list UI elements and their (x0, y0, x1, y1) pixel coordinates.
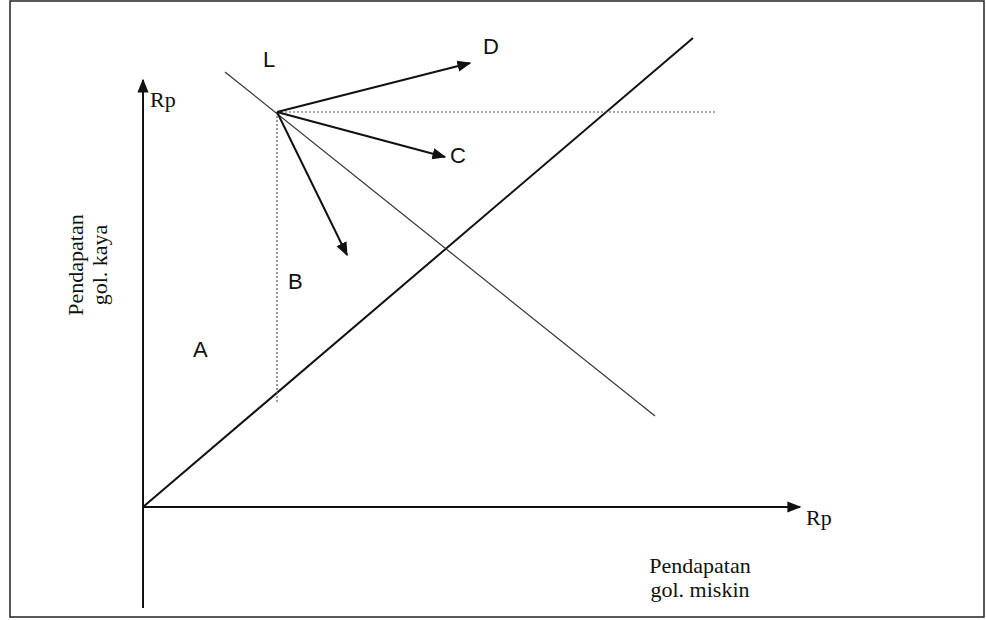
point-letter: D (483, 35, 499, 59)
axis-unit: Rp (150, 88, 176, 112)
equality-line (143, 38, 693, 507)
line-l (225, 72, 655, 416)
frame (10, 1, 984, 617)
axis-title: Pendapatan gol. miskin (630, 554, 770, 602)
arrow-b (277, 112, 347, 255)
vertical-guide (276, 112, 277, 402)
region-letter: B (288, 270, 303, 294)
arrow-c (277, 112, 445, 157)
axis-unit: Rp (806, 506, 832, 530)
region-letter: A (193, 338, 208, 362)
horizontal-guide (277, 111, 715, 112)
x-axis (143, 506, 800, 508)
axis-title: Pendapatan gol. kaya (64, 200, 112, 330)
point-letter: C (450, 144, 466, 168)
y-axis (142, 80, 144, 608)
line-letter: L (263, 48, 275, 72)
arrow-d (277, 63, 470, 112)
